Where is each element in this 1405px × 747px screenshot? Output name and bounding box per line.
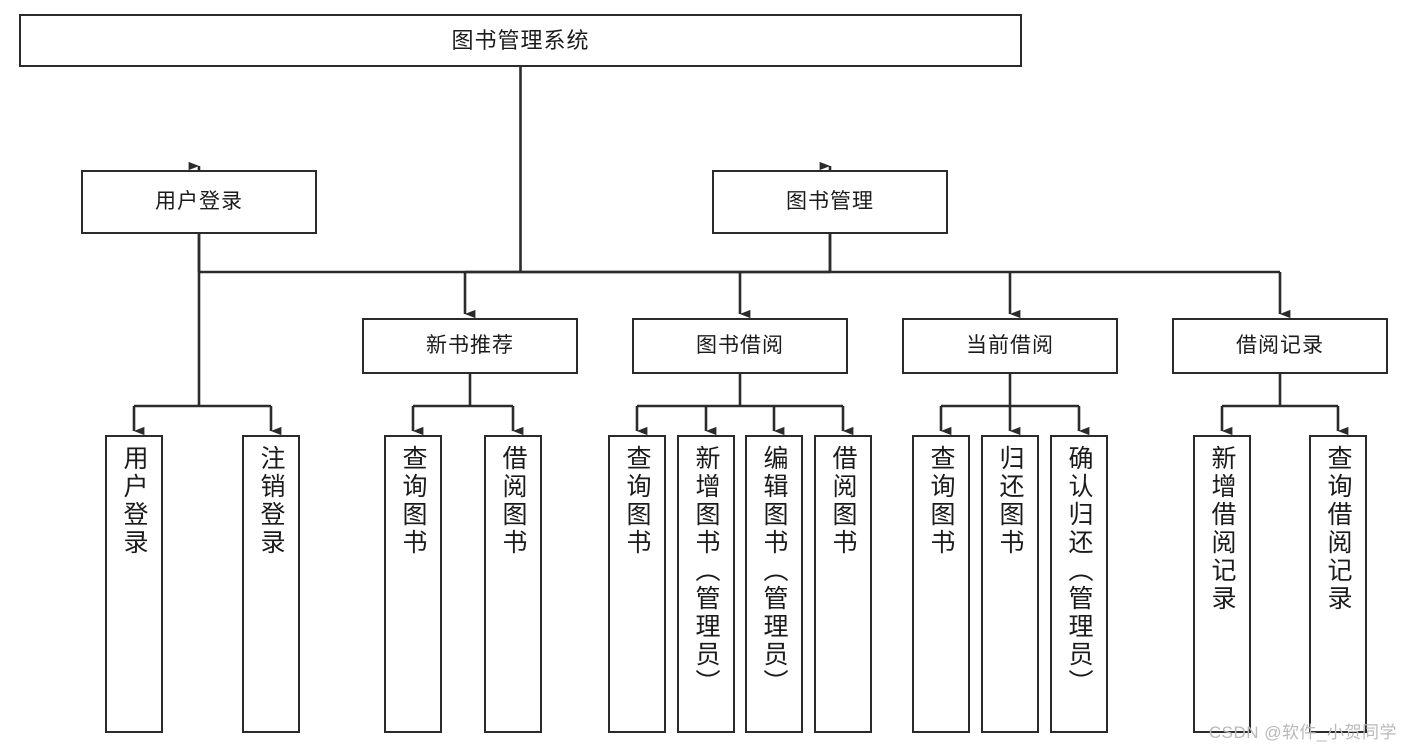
leaf-borrow-edit-book-admin[interactable]: 编辑图书（管理员）: [745, 435, 803, 733]
node-label: 图书管理: [786, 189, 874, 213]
leaf-current-confirm-return-admin[interactable]: 确认归还（管理员）: [1050, 435, 1108, 733]
leaf-record-query[interactable]: 查询借阅记录: [1309, 435, 1367, 733]
leaf-current-query-book[interactable]: 查询图书: [912, 435, 970, 733]
node-label: 图书管理系统: [451, 27, 590, 53]
node-label: 借阅记录: [1236, 333, 1324, 357]
leaf-label: 查询图书: [623, 445, 651, 557]
leaf-borrow-borrow-book[interactable]: 借阅图书: [814, 435, 872, 733]
leaf-label: 确认归还（管理员）: [1065, 445, 1093, 697]
node-book-management-system[interactable]: 图书管理系统: [19, 14, 1022, 67]
leaf-label: 查询图书: [927, 445, 955, 557]
leaf-record-add[interactable]: 新增借阅记录: [1193, 435, 1251, 733]
leaf-new-book-borrow[interactable]: 借阅图书: [484, 435, 542, 733]
leaf-label: 注销登录: [257, 445, 285, 557]
node-label: 当前借阅: [966, 333, 1054, 357]
leaf-user-login-login[interactable]: 用户登录: [105, 435, 163, 733]
leaf-label: 新增借阅记录: [1208, 445, 1236, 613]
node-label: 新书推荐: [426, 333, 514, 357]
leaf-label: 用户登录: [120, 445, 148, 557]
leaf-label: 编辑图书（管理员）: [760, 445, 788, 697]
leaf-label: 借阅图书: [829, 445, 857, 557]
leaf-new-book-query[interactable]: 查询图书: [384, 435, 442, 733]
leaf-label: 新增图书（管理员）: [692, 445, 720, 697]
node-label: 图书借阅: [696, 333, 784, 357]
node-borrow-record[interactable]: 借阅记录: [1172, 318, 1388, 374]
node-book-borrow[interactable]: 图书借阅: [632, 318, 848, 374]
node-book-management[interactable]: 图书管理: [712, 170, 948, 234]
node-new-book-recommend[interactable]: 新书推荐: [362, 318, 578, 374]
leaf-user-login-logout[interactable]: 注销登录: [242, 435, 300, 733]
leaf-current-return-book[interactable]: 归还图书: [981, 435, 1039, 733]
leaf-label: 查询借阅记录: [1324, 445, 1352, 613]
node-current-borrow[interactable]: 当前借阅: [902, 318, 1118, 374]
leaf-label: 借阅图书: [499, 445, 527, 557]
leaf-borrow-add-book-admin[interactable]: 新增图书（管理员）: [677, 435, 735, 733]
leaf-label: 归还图书: [996, 445, 1024, 557]
leaf-label: 查询图书: [399, 445, 427, 557]
leaf-borrow-query-book[interactable]: 查询图书: [608, 435, 666, 733]
node-label: 用户登录: [155, 189, 243, 213]
node-user-login[interactable]: 用户登录: [81, 170, 317, 234]
